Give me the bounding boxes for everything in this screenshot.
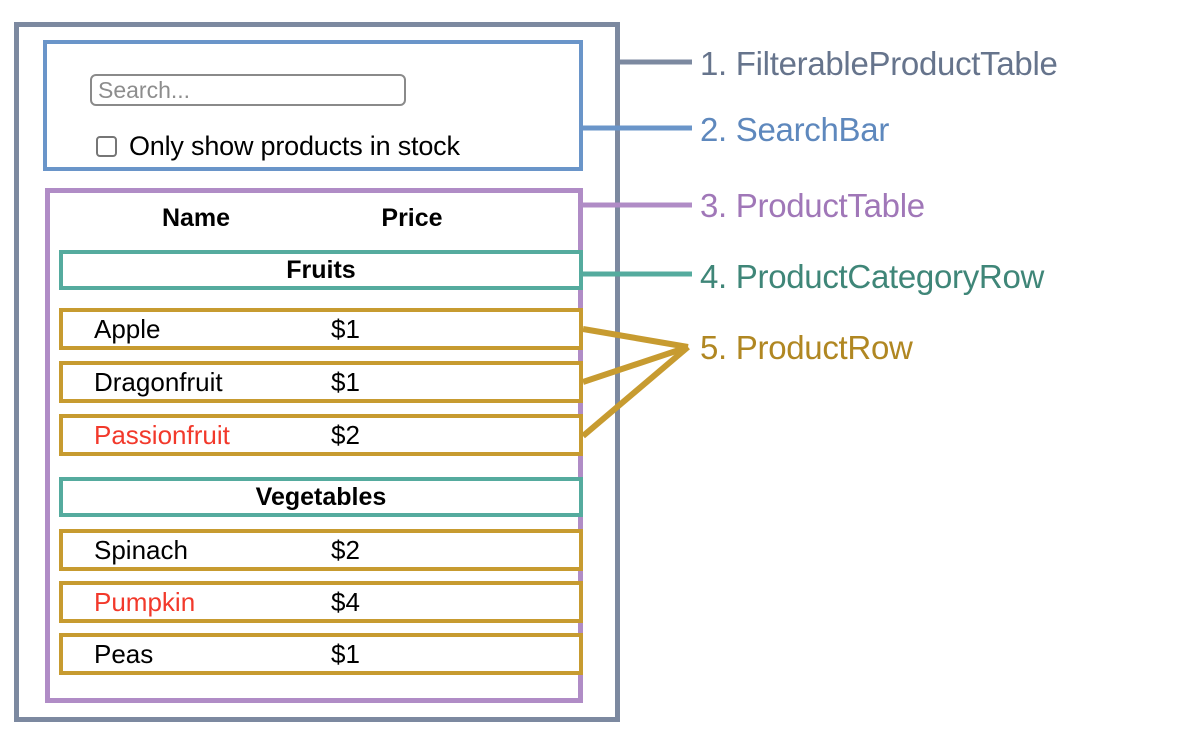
product-category-row: Vegetables: [59, 477, 583, 517]
product-price: $2: [331, 419, 360, 450]
product-price: $1: [331, 313, 360, 344]
product-price: $2: [331, 534, 360, 565]
product-name: Peas: [94, 638, 154, 669]
callout-name: FilterableProductTable: [735, 45, 1058, 82]
callout-number: 2.: [700, 111, 727, 148]
callout-label-product-row: 5. ProductRow: [700, 329, 913, 367]
product-category-row: Fruits: [59, 250, 583, 290]
product-name: Pumpkin: [94, 586, 196, 617]
callout-label-search-bar: 2. SearchBar: [700, 111, 889, 149]
table-row[interactable]: Peas $1: [59, 633, 583, 675]
checkbox-icon[interactable]: [96, 135, 117, 157]
callout-name: SearchBar: [735, 111, 890, 148]
search-input[interactable]: [90, 74, 406, 106]
callout-label-product-category-row: 4. ProductCategoryRow: [700, 258, 1044, 296]
product-name: Spinach: [94, 534, 188, 565]
in-stock-filter-row[interactable]: Only show products in stock: [96, 128, 460, 164]
product-price: $1: [331, 638, 360, 669]
in-stock-filter-label: Only show products in stock: [129, 130, 460, 161]
callout-number: 5.: [700, 329, 727, 366]
callout-number: 3.: [700, 187, 727, 224]
table-row[interactable]: Spinach $2: [59, 529, 583, 571]
callout-number: 4.: [700, 258, 727, 295]
callout-name: ProductRow: [735, 329, 913, 366]
product-name: Dragonfruit: [94, 366, 223, 397]
table-row[interactable]: Passionfruit $2: [59, 414, 583, 456]
product-name: Apple: [94, 313, 161, 344]
table-row[interactable]: Dragonfruit $1: [59, 361, 583, 403]
table-row[interactable]: Apple $1: [59, 308, 583, 350]
callout-label-product-table: 3. ProductTable: [700, 187, 925, 225]
callout-name: ProductTable: [735, 187, 925, 224]
callout-name: ProductCategoryRow: [735, 258, 1045, 295]
column-header-name: Name: [161, 203, 231, 232]
product-name: Passionfruit: [94, 419, 230, 450]
product-table-header: Name Price: [60, 196, 570, 240]
search-bar-outline: [43, 40, 583, 171]
column-header-price: Price: [381, 203, 443, 232]
product-price: $4: [331, 586, 360, 617]
table-row[interactable]: Pumpkin $4: [59, 581, 583, 623]
callout-number: 1.: [700, 45, 727, 82]
callout-label-filterable-product-table: 1. FilterableProductTable: [700, 45, 1058, 83]
product-price: $1: [331, 366, 360, 397]
